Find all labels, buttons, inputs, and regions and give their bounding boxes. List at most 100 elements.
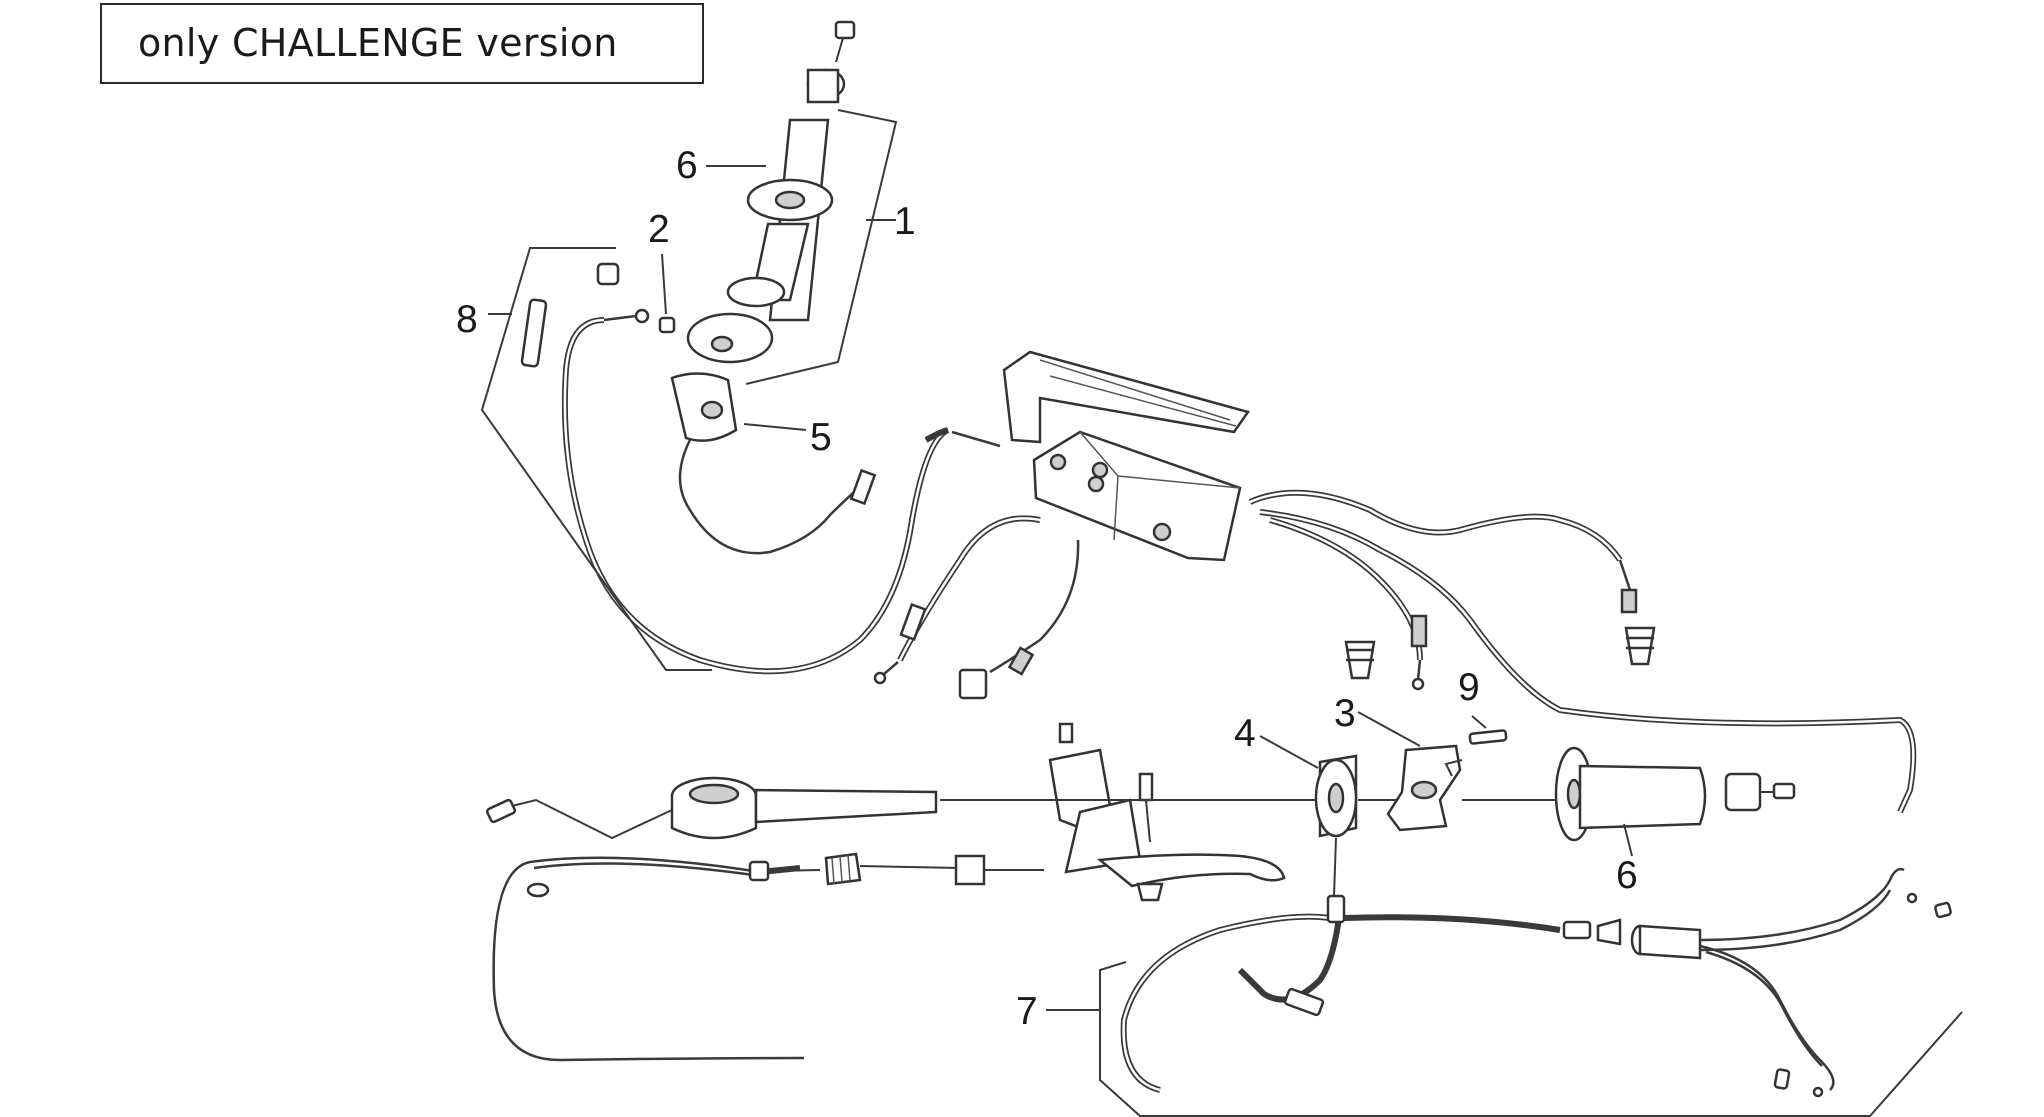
clamp-ring-body [670, 796, 758, 840]
cable-8-nipple [634, 308, 650, 324]
grip-6-hole [1566, 778, 1582, 810]
switch-wire [678, 439, 869, 555]
clutch-lever [1096, 853, 1286, 888]
callout-1-bracket [745, 109, 898, 385]
cable-8-cap [596, 262, 620, 286]
spacer-4-hole [1327, 782, 1345, 814]
adjuster-link [859, 865, 961, 869]
callout-7: 7 [1016, 990, 1038, 1033]
callout-9-leader [1471, 715, 1487, 729]
upper-throttle-grip-assembly [658, 20, 898, 555]
right-upper-cable [1248, 489, 1623, 562]
bar-end-weight-body [806, 68, 840, 104]
junction-box-port-2 [1091, 461, 1109, 479]
right-upper-cable-tip [1618, 559, 1632, 591]
cable-7-upper-nipple [1906, 892, 1918, 904]
junction-box-port-3 [1087, 475, 1105, 493]
right-mid-cable-inner [1269, 518, 1422, 661]
callout-8: 8 [456, 298, 478, 341]
housing-hole [700, 400, 724, 420]
callout-6-top: 6 [676, 144, 698, 187]
wire-connector-sleeve [1007, 646, 1035, 676]
clamp-bolt-leader [511, 798, 673, 840]
screw-9 [1468, 729, 1508, 745]
grip-flange-hole [774, 190, 806, 210]
cable-7-branch-lower-2 [1705, 950, 1823, 1067]
right-upper-cable-end [1620, 588, 1638, 614]
lower-left-cable-ferrule [899, 602, 927, 642]
grip-ring [726, 276, 786, 308]
cable-7-loop-inner [1122, 915, 1341, 1092]
junction-box [1032, 430, 1242, 562]
lower-left-cable [897, 515, 1041, 662]
callout-1: 1 [894, 200, 916, 243]
adjuster-spring-coils [831, 854, 851, 885]
clamp-ring-hole [688, 783, 740, 805]
callout-2: 2 [648, 208, 670, 251]
loop-cable-eyelet [526, 882, 550, 898]
lever-screw-top [1058, 722, 1074, 744]
cable-7-branch-upper-2 [1699, 889, 1892, 952]
right-mid-cable-nipple [1411, 677, 1425, 691]
version-note-box: only CHALLENGE version [100, 3, 704, 84]
cable-8-sheath [561, 317, 950, 675]
junction-left-cable [924, 427, 949, 443]
throttle-drum [686, 312, 774, 364]
junction-left-wire [951, 430, 1001, 448]
cable-7-branch-upper [1699, 867, 1905, 942]
lower-left-cable-nipple [873, 671, 887, 685]
pivot-bolt [1138, 772, 1154, 802]
loop-cable-nipple [748, 860, 770, 882]
junction-box-bolt [1152, 522, 1172, 542]
cable-7-adjuster [1283, 987, 1325, 1017]
grip-6-end-screw [1772, 782, 1796, 800]
callout-2-leader [661, 253, 667, 315]
adjuster-spring [824, 852, 862, 886]
cable-7-fitting [1326, 894, 1346, 924]
bracket-strap [1039, 359, 1237, 427]
callout-4: 4 [1234, 712, 1256, 755]
central-junction-assembly [873, 350, 1917, 814]
callout-9: 9 [1458, 666, 1480, 709]
callout-3: 3 [1334, 692, 1356, 735]
rubber-boot-right-ribs [1626, 636, 1654, 650]
pivot-bolt-shank [1145, 799, 1151, 843]
right-mid-cable [1269, 517, 1423, 661]
right-upper-cable-inner [1249, 491, 1622, 561]
cable-7-lower-cap [1773, 1068, 1791, 1090]
cable-8-adjuster [520, 298, 548, 368]
top-screw-head [834, 20, 856, 40]
version-note-text: only CHALLENGE version [138, 21, 618, 65]
cable-7-connector-b [1596, 918, 1622, 946]
throttle-housing-3-hole [1410, 780, 1438, 800]
screw-9-leader-bend [1444, 759, 1463, 777]
lower-left-loop-cable [492, 856, 805, 1062]
clamp-bolt [485, 798, 517, 824]
lower-lever-assembly [485, 711, 1796, 1062]
cable-7-main [1343, 914, 1561, 933]
cable-7-upper-cap [1934, 901, 1952, 919]
throttle-drum-hole [710, 335, 734, 353]
junction-box-edge [1079, 431, 1241, 541]
junction-box-port-1 [1049, 453, 1067, 471]
connector-wire [989, 539, 1080, 674]
callout-7-bracket [1099, 961, 1963, 1117]
top-screw-shank [835, 37, 844, 63]
handlebar-tube [754, 788, 938, 824]
right-long-cable-inner [1259, 510, 1915, 813]
wire-connector-plug [958, 668, 988, 700]
right-mid-cable-ferrule [1410, 614, 1428, 648]
cable-7-assembly [1046, 867, 1963, 1117]
callout-3-leader [1357, 711, 1421, 747]
rubber-boot-left-ribs [1346, 648, 1374, 662]
cable-7-lower-nipple [1812, 1086, 1824, 1098]
adjuster-barrel [954, 854, 986, 886]
rubber-boot-right [1624, 626, 1656, 666]
cable-7-splitter [1638, 924, 1702, 960]
cable-7-branch-lower [1699, 944, 1835, 1091]
pivot-nut [1136, 882, 1164, 902]
lower-left-loop-cable-2 [533, 862, 761, 878]
cable-7-connector-a [1562, 920, 1592, 940]
right-mid-cable-tip [1416, 659, 1422, 681]
